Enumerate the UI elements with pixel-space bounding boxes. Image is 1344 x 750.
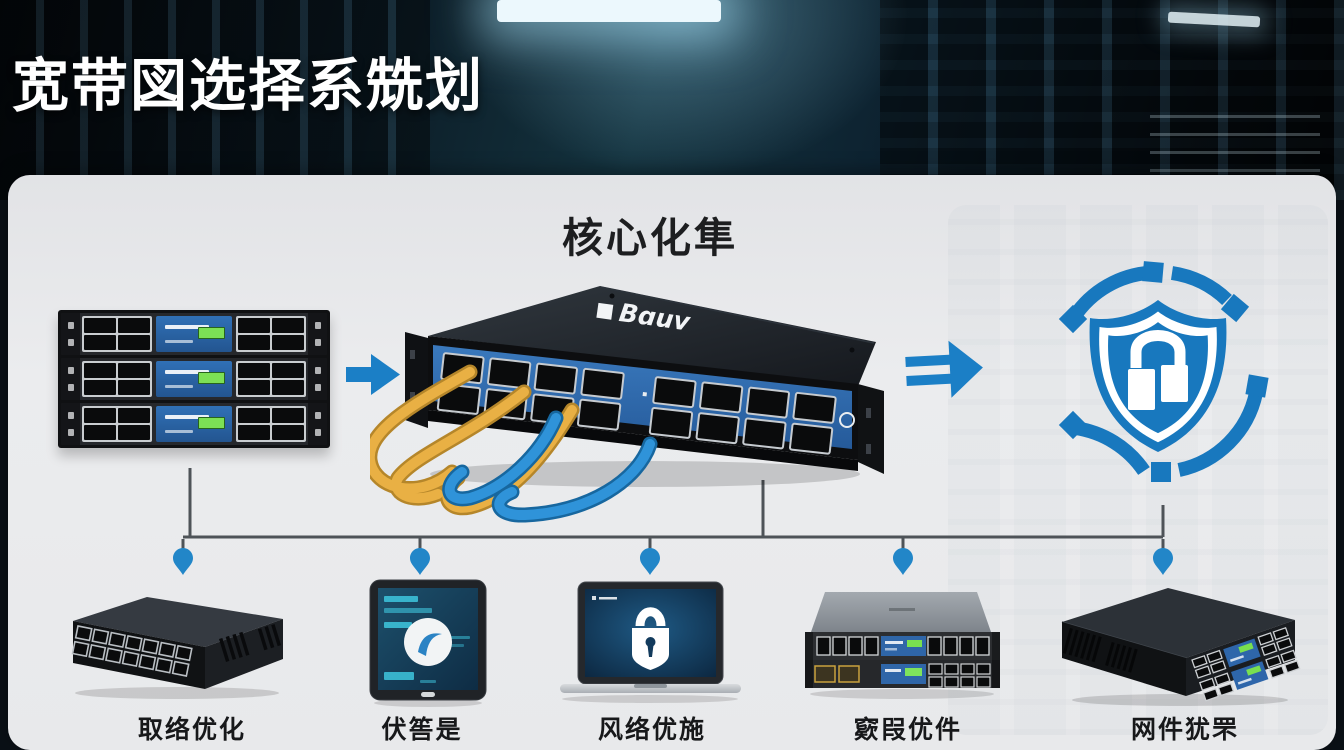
port-block bbox=[236, 361, 306, 397]
port-block bbox=[82, 406, 152, 442]
device-caption: 窽叚优件 bbox=[853, 715, 962, 744]
rack-unit bbox=[61, 358, 327, 400]
edge-rack-stack bbox=[58, 310, 330, 448]
rack-rail bbox=[61, 358, 80, 400]
device-caption: 伏筶是 bbox=[381, 715, 463, 744]
port-block bbox=[82, 316, 152, 352]
ceiling-light bbox=[497, 0, 721, 22]
status-panel bbox=[156, 316, 232, 352]
port-block bbox=[236, 406, 306, 442]
faded-rack-texture bbox=[948, 205, 1328, 735]
corridor-glow bbox=[420, 0, 940, 200]
header-background bbox=[0, 0, 1344, 200]
device-caption: 风络优施 bbox=[597, 715, 706, 744]
port-block bbox=[82, 361, 152, 397]
rack-rail bbox=[308, 358, 327, 400]
status-panel bbox=[156, 361, 232, 397]
rack-rail bbox=[61, 313, 80, 355]
rack-unit bbox=[61, 403, 327, 445]
port-block bbox=[236, 316, 306, 352]
server-rack-texture-right bbox=[880, 0, 1344, 200]
page-title: 宽带図选择系兟划 bbox=[12, 53, 484, 119]
core-heading: 核心化隼 bbox=[562, 214, 738, 262]
device-caption: 网件犹罘 bbox=[1130, 715, 1239, 744]
led-indicator bbox=[198, 372, 225, 384]
status-panel bbox=[156, 406, 232, 442]
server-rack-texture-left bbox=[0, 0, 430, 200]
device-caption: 取络优化 bbox=[137, 715, 246, 744]
rack-unit bbox=[61, 313, 327, 355]
rack-rail bbox=[308, 403, 327, 445]
led-indicator bbox=[198, 417, 225, 429]
rack-rail bbox=[61, 403, 80, 445]
rack-rail bbox=[308, 313, 327, 355]
led-indicator bbox=[198, 327, 225, 339]
